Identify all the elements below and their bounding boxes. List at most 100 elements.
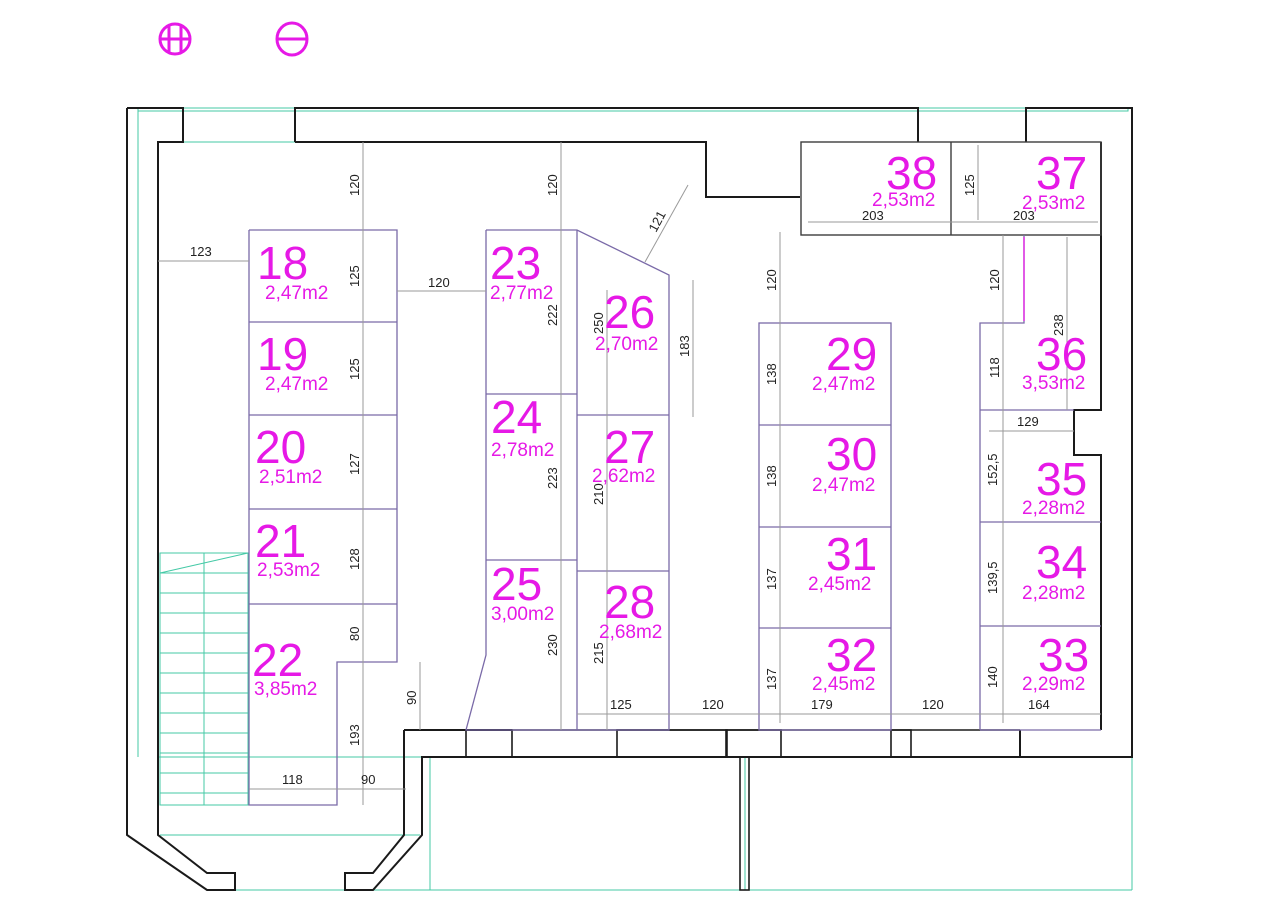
- dim-label: 138: [764, 363, 779, 385]
- right-column-partitions: [979, 235, 1101, 731]
- dim-label: 125: [610, 697, 632, 712]
- left-column-partitions: [248, 229, 398, 806]
- unit-labels: 18 2,47m2 19 2,47m2 20 2,51m2 21 2,53m2 …: [252, 147, 1089, 700]
- unit-area: 2,62m2: [592, 466, 655, 487]
- unit-number: 35: [1036, 453, 1087, 505]
- dim-label: 223: [545, 467, 560, 489]
- dim-label: 129: [1017, 414, 1039, 429]
- unit-area: 2,45m2: [808, 574, 871, 595]
- unit-36: 36 3,53m2: [1022, 328, 1087, 394]
- unit-18: 18 2,47m2: [257, 237, 328, 304]
- dim-label: 250: [591, 312, 606, 334]
- dim-label: 152,5: [985, 453, 1000, 486]
- dim-label: 125: [347, 265, 362, 287]
- dim-label: 179: [811, 697, 833, 712]
- dim-label: 183: [677, 335, 692, 357]
- unit-24: 24 2,78m2: [491, 391, 554, 461]
- dim-label: 123: [190, 244, 212, 259]
- dim-label: 90: [404, 691, 419, 705]
- stairs: [159, 552, 249, 806]
- unit-number: 28: [604, 576, 655, 628]
- unit-area: 2,78m2: [491, 440, 554, 461]
- unit-31: 31 2,45m2: [808, 528, 877, 595]
- dimension-lines: [158, 142, 1101, 805]
- unit-number: 19: [257, 328, 308, 380]
- dimension-labels: 120 120 121 120 120 123 125 120 222 250 …: [190, 174, 1066, 787]
- dim-label: 138: [764, 465, 779, 487]
- unit-27: 27 2,62m2: [592, 421, 655, 487]
- unit-area: 2,28m2: [1022, 498, 1085, 519]
- unit-28: 28 2,68m2: [599, 576, 662, 643]
- dim-label: 193: [347, 724, 362, 746]
- unit-number: 23: [490, 237, 541, 289]
- unit-number: 38: [886, 147, 937, 199]
- right-middle-partitions: [758, 322, 892, 731]
- theta-circle-icon: [275, 21, 309, 57]
- unit-number: 30: [826, 428, 877, 480]
- dim-label: 125: [347, 358, 362, 380]
- unit-area: 2,47m2: [812, 374, 875, 395]
- dim-label: 125: [962, 174, 977, 196]
- unit-23: 23 2,77m2: [490, 237, 553, 304]
- dim-label: 120: [764, 269, 779, 291]
- unit-area: 3,53m2: [1022, 373, 1085, 394]
- unit-area: 3,00m2: [491, 604, 554, 625]
- unit-area: 2,29m2: [1022, 674, 1085, 695]
- unit-number: 33: [1038, 629, 1089, 681]
- dim-label: 120: [347, 174, 362, 196]
- unit-number: 21: [255, 515, 306, 567]
- dim-label: 120: [428, 275, 450, 290]
- exterior-walls: [126, 107, 1133, 891]
- unit-area: 2,51m2: [259, 467, 322, 488]
- dim-label: 139,5: [985, 561, 1000, 594]
- dim-label: 210: [591, 483, 606, 505]
- unit-area: 2,53m2: [872, 190, 935, 211]
- guide-lines: [137, 107, 1133, 891]
- unit-25: 25 3,00m2: [491, 558, 554, 625]
- unit-area: 2,53m2: [1022, 193, 1085, 214]
- unit-area: 2,53m2: [257, 560, 320, 581]
- unit-19: 19 2,47m2: [257, 328, 328, 395]
- unit-area: 2,45m2: [812, 674, 875, 695]
- dim-label: 222: [545, 304, 560, 326]
- dim-label: 230: [545, 634, 560, 656]
- dim-label: 118: [282, 772, 303, 787]
- dim-label: 215: [591, 642, 606, 664]
- unit-37: 37 2,53m2: [1022, 147, 1087, 214]
- unit-number: 29: [826, 328, 877, 380]
- unit-number: 18: [257, 237, 308, 289]
- unit-area: 2,47m2: [812, 475, 875, 496]
- unit-21: 21 2,53m2: [255, 515, 320, 581]
- unit-20: 20 2,51m2: [255, 421, 322, 488]
- unit-number: 26: [604, 286, 655, 338]
- dim-label: 90: [361, 772, 375, 787]
- dim-label: 128: [347, 548, 362, 570]
- dim-label: 120: [987, 269, 1002, 291]
- unit-area: 2,28m2: [1022, 583, 1085, 604]
- dim-label: 203: [1013, 208, 1035, 223]
- dim-label: 127: [347, 453, 362, 475]
- unit-29: 29 2,47m2: [812, 328, 877, 395]
- unit-number: 34: [1036, 536, 1087, 588]
- unit-22: 22 3,85m2: [252, 634, 317, 700]
- unit-number: 22: [252, 634, 303, 686]
- unit-26: 26 2,70m2: [595, 286, 658, 355]
- unit-number: 20: [255, 421, 306, 473]
- dim-label: 120: [545, 174, 560, 196]
- unit-38: 38 2,53m2: [872, 147, 937, 211]
- unit-number: 36: [1036, 328, 1087, 380]
- dim-label: 137: [764, 568, 779, 590]
- unit-area: 3,85m2: [254, 679, 317, 700]
- dim-label: 140: [985, 666, 1000, 688]
- unit-number: 25: [491, 558, 542, 610]
- dim-label: 164: [1028, 697, 1050, 712]
- dim-label: 120: [922, 697, 944, 712]
- unit-number: 32: [826, 629, 877, 681]
- unit-30: 30 2,47m2: [812, 428, 877, 496]
- dim-label: 121: [645, 208, 668, 234]
- unit-number: 31: [826, 528, 877, 580]
- unit-area: 2,47m2: [265, 283, 328, 304]
- dim-label: 203: [862, 208, 884, 223]
- unit-33: 33 2,29m2: [1022, 629, 1089, 695]
